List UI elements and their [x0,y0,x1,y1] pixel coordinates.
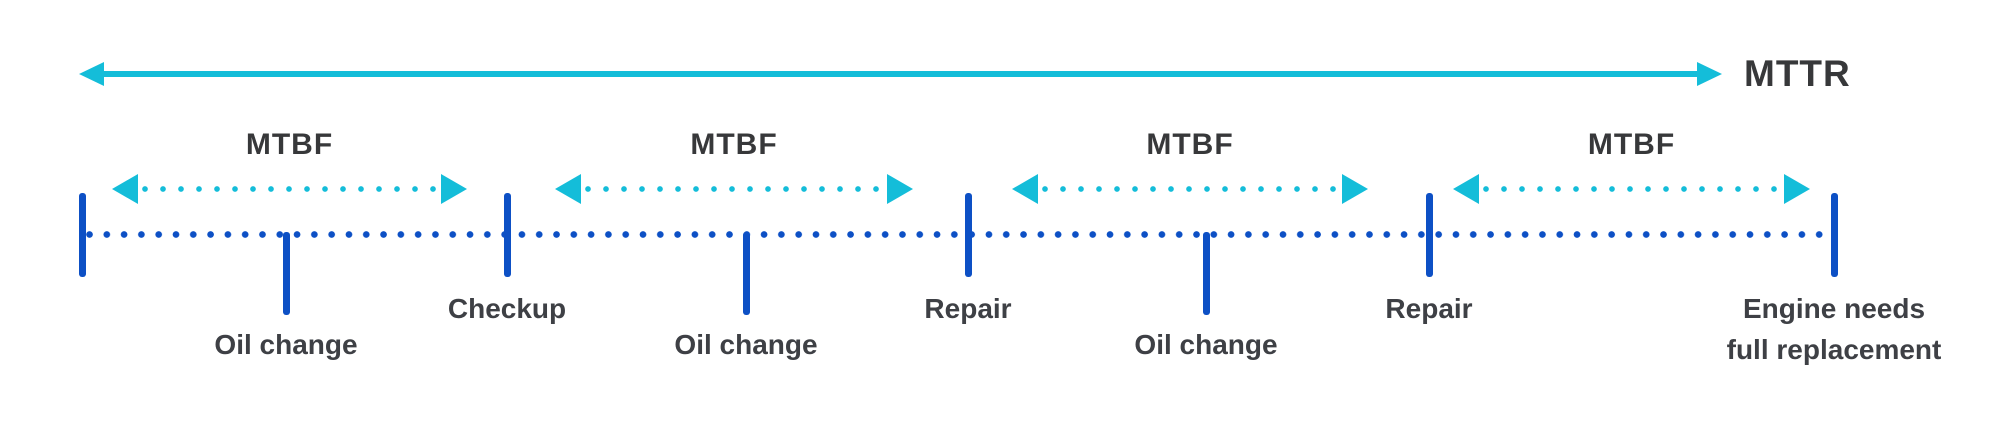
mtbf-dotted-line [1483,186,1780,192]
event-tick-boundary [964,193,972,277]
event-label: Oil change [674,329,818,360]
arrowhead-right-icon [1697,62,1722,86]
arrowhead-right-icon [1784,174,1810,204]
arrowhead-left-icon [1453,174,1479,204]
mttr-arrow [79,62,1722,86]
arrowhead-left-icon [112,174,138,204]
mtbf-group: MTBF [112,129,467,204]
mtbf-group: MTBF [1012,129,1368,204]
event-tick-service [742,232,750,315]
arrowhead-right-icon [441,174,467,204]
arrowhead-left-icon [79,62,104,86]
event-tick-boundary [1425,193,1433,277]
mttr-label: MTTR [1744,53,1851,94]
mtbf-group: MTBF [1453,129,1810,204]
mtbf-dotted-line [1042,186,1338,192]
event-label: Oil change [1134,329,1278,360]
mtbf-group: MTBF [555,129,913,204]
arrowhead-right-icon [887,174,913,204]
event-tick-boundary [1830,193,1838,277]
arrowhead-left-icon [1012,174,1038,204]
event-tick-service [282,232,290,315]
event-label: Checkup [447,293,567,324]
arrowhead-left-icon [555,174,581,204]
mtbf-dotted-arrow [1453,174,1810,204]
mtbf-dotted-arrow [112,174,467,204]
arrowhead-right-icon [1342,174,1368,204]
event-label: Repair [924,293,1012,324]
mtbf-dotted-arrow [555,174,913,204]
mtbf-dotted-line [142,186,437,192]
timeline-dotted-line [86,231,1828,238]
mtbf-label: MTBF [690,128,778,161]
mtbf-label: MTBF [1587,128,1676,161]
mtbf-label: MTBF [245,128,334,161]
mtbf-dotted-line [585,186,883,192]
event-label: Repair [1385,293,1473,324]
event-tick-service [1202,232,1210,315]
event-tick-boundary [78,193,86,277]
event-tick-boundary [503,193,511,277]
mtbf-dotted-arrow [1012,174,1368,204]
event-label: Oil change [214,329,358,360]
mtbf-label: MTBF [1146,128,1234,161]
mttr-arrow-line [104,71,1697,77]
